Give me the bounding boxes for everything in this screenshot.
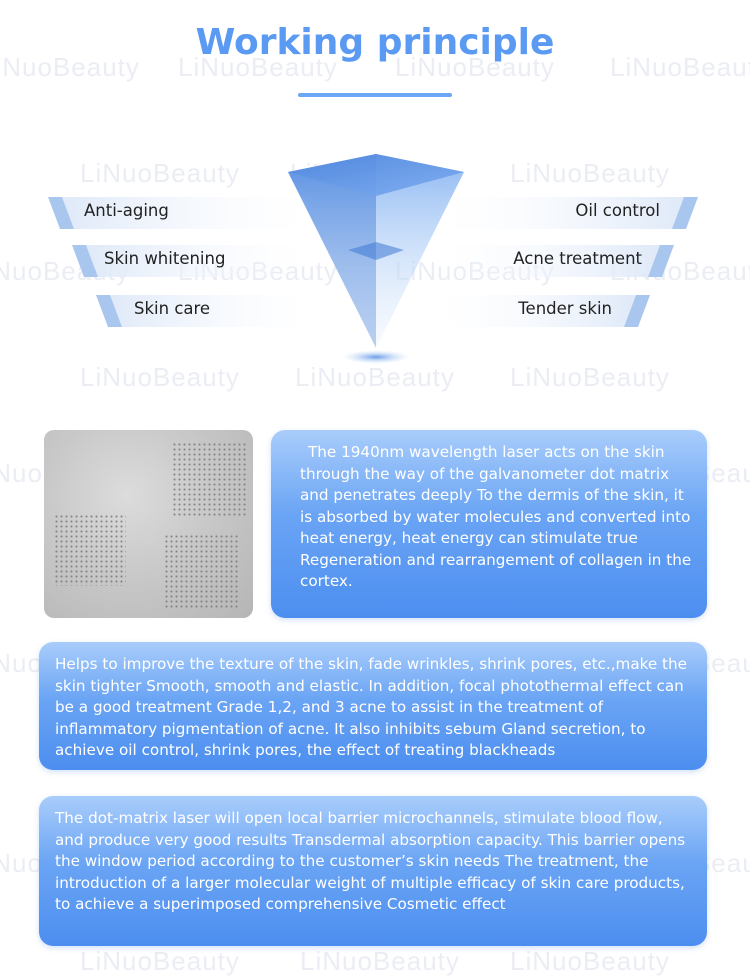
- band-shape: [440, 295, 650, 327]
- band-shape: [48, 197, 310, 229]
- watermark: LiNuoBeauty: [510, 946, 670, 976]
- band-shape: [440, 245, 674, 277]
- benefit-label: Acne treatment: [513, 249, 642, 268]
- benefit-band-tender-skin: Tender skin: [440, 295, 650, 327]
- texture-benefits-card: Helps to improve the texture of the skin…: [39, 642, 707, 770]
- band-shape: [440, 197, 698, 229]
- watermark: LiNuoBeauty: [80, 362, 240, 392]
- card-text: Helps to improve the texture of the skin…: [55, 655, 687, 759]
- dot-matrix-patch: [54, 514, 126, 586]
- card-text: The dot-matrix laser will open local bar…: [55, 809, 686, 913]
- dot-matrix-skin-photo: [44, 430, 253, 618]
- benefit-label: Anti-aging: [84, 201, 169, 220]
- benefit-label: Oil control: [575, 201, 660, 220]
- page-title: Working principle: [195, 22, 555, 63]
- laser-description-card: The 1940nm wavelength laser acts on the …: [271, 430, 707, 618]
- watermark: LiNuoBeauty: [510, 158, 670, 188]
- benefit-band-skin-care: Skin care: [96, 295, 310, 327]
- watermark: LiNuoBeauty: [80, 158, 240, 188]
- title-underline: [298, 93, 452, 97]
- band-shape: [72, 245, 310, 277]
- benefit-band-acne-treatment: Acne treatment: [440, 245, 674, 277]
- barrier-description-card: The dot-matrix laser will open local bar…: [39, 796, 707, 946]
- watermark: LiNuoBeauty: [510, 362, 670, 392]
- benefit-label: Skin whitening: [104, 249, 226, 268]
- benefit-label: Tender skin: [518, 299, 612, 318]
- watermark: LiNuoBeauty: [300, 946, 460, 976]
- dot-matrix-patch: [172, 442, 246, 518]
- pyramid-graphic: [288, 154, 464, 364]
- benefit-label: Skin care: [134, 299, 211, 318]
- benefit-band-skin-whitening: Skin whitening: [72, 245, 310, 277]
- card-text: The 1940nm wavelength laser acts on the …: [300, 443, 692, 590]
- benefit-band-anti-aging: Anti-aging: [48, 197, 310, 229]
- band-shape: [96, 295, 310, 327]
- watermark: LiNuoBeauty: [80, 946, 240, 976]
- benefit-band-oil-control: Oil control: [440, 197, 698, 229]
- dot-matrix-patch: [164, 534, 238, 608]
